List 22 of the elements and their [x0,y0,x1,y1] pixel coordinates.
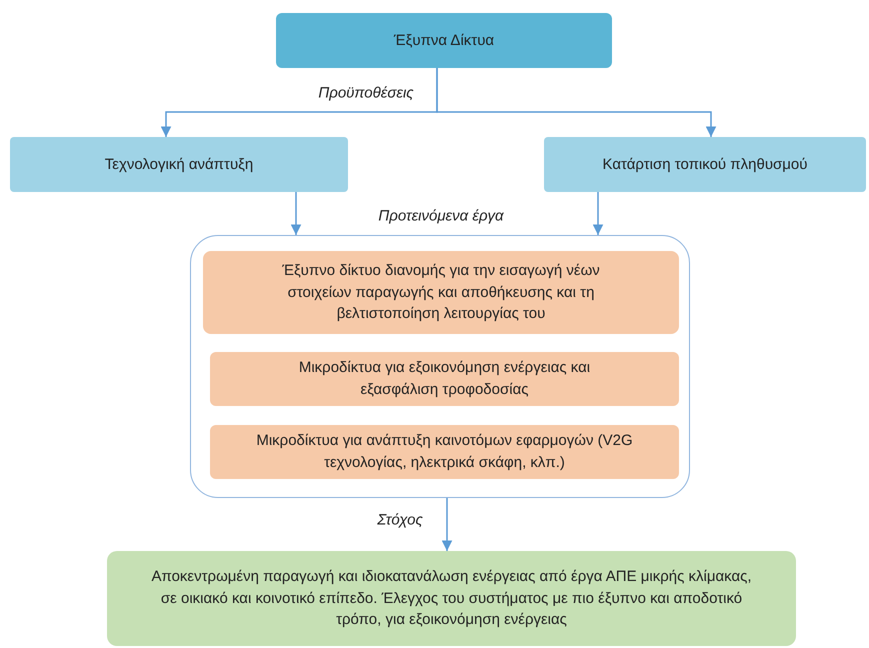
section-label: Προτεινόμενα έργα [376,208,506,224]
arrow [442,498,452,551]
process-box [10,137,348,192]
edge-label: Στόχος [375,512,425,528]
edge-label: Προϋποθέσεις [316,84,416,102]
node-text: Αποκεντρωμένη παραγωγή και ιδιοκατανάλωση ενέργειας από έργα ΑΠΕ μικρής κλίμακας, σε οικιακό και κοινοτικό επίπεδο. Έλεγχος του συστήματος με πιο έξυπνο και αποδοτικό τρόπο, για εξοικονόμηση ενέργειας [150,566,753,630]
arrow [592,192,604,235]
project-box [210,352,679,406]
node-text: Έξυπνα Δίκτυα [392,30,496,51]
project-box [210,425,679,479]
node-text: Μικροδίκτυα για ανάπτυξη καινοτόμων εφαρμογών (V2G τεχνολογίας, ηλεκτρικά σκάφη, κλπ.) [255,431,634,473]
group-box [190,235,690,498]
node-text: Έξυπνο δίκτυο διανομής για την εισαγωγή νέων στοιχείων παραγωγής και αποθήκευσης και τη βελτιστοποίηση λειτουργίας του [281,260,601,324]
title-box [276,13,612,68]
node-text: Κατάρτιση τοπικού πληθυσμού [602,154,808,175]
goal-box [107,551,796,646]
process-box [544,137,866,192]
node-text: Τεχνολογική ανάπτυξη [104,154,254,175]
node-text: Μικροδίκτυα για εξοικονόμηση ενέργειας και εξασφάλιση τροφοδοσίας [298,358,592,400]
project-box [203,251,679,334]
arrow [436,68,716,137]
arrow [290,192,302,235]
